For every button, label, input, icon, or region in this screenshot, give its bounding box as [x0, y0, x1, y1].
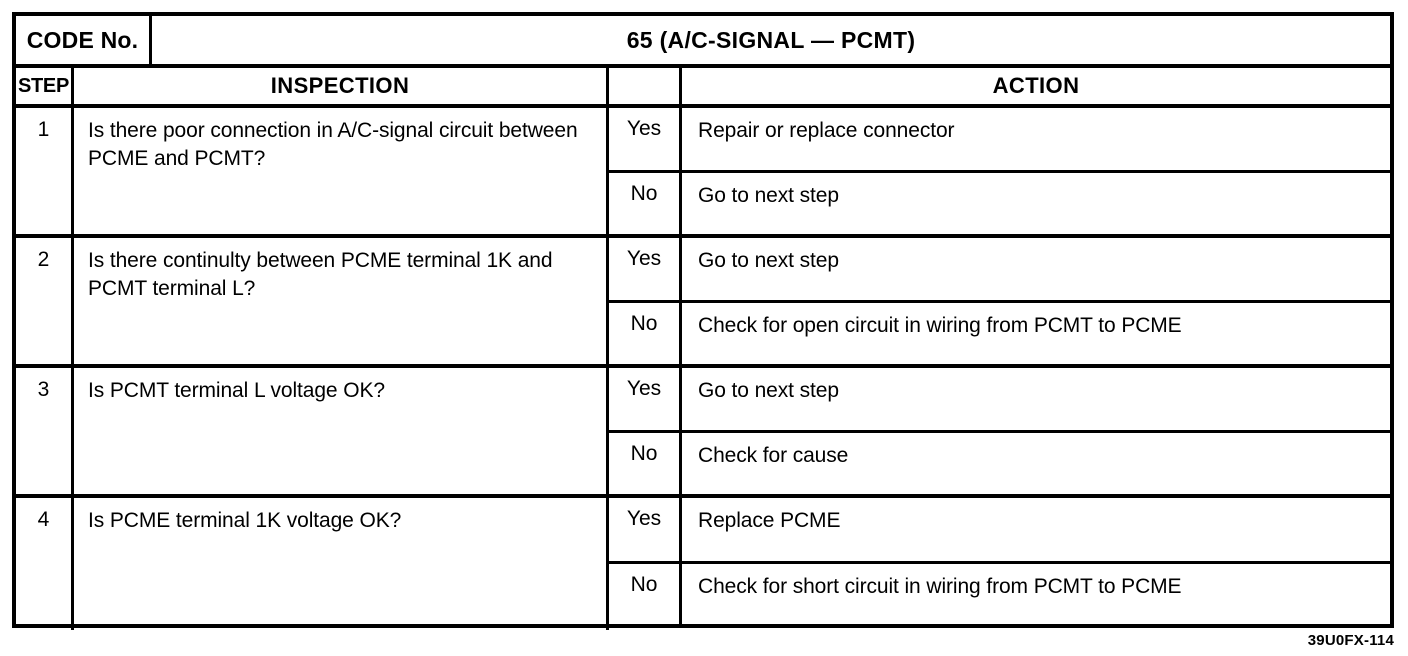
table-body: 1 Is there poor connection in A/C-signal… — [16, 108, 1390, 630]
answer-column: Yes Go to next step No Check for open ci… — [606, 238, 1390, 364]
action-text-no: Check for short circuit in wiring from P… — [698, 575, 1182, 598]
table-row: 4 Is PCME terminal 1K voltage OK? Yes Re… — [16, 498, 1390, 630]
action-cell-yes: Replace PCME — [682, 498, 1390, 561]
answer-row-no: No Check for open circuit in wiring from… — [609, 302, 1390, 365]
table-row: 1 Is there poor connection in A/C-signal… — [16, 108, 1390, 238]
action-cell-yes: Repair or replace connector — [682, 108, 1390, 170]
action-text-yes: Go to next step — [698, 249, 839, 272]
answer-label-no-cell: No — [609, 302, 682, 364]
diagnostic-flow-table: CODE No. 65 (A/C-SIGNAL — PCMT) STEP INS… — [12, 12, 1394, 630]
answer-label-yes: Yes — [626, 377, 662, 400]
step-number: 3 — [37, 378, 50, 401]
answer-label-no-cell: No — [609, 564, 682, 627]
column-header-step: STEP — [17, 74, 70, 97]
inspection-cell: Is PCME terminal 1K voltage OK? — [74, 498, 606, 630]
answer-label-yes: Yes — [626, 247, 662, 270]
table-row: 2 Is there continulty between PCME termi… — [16, 238, 1390, 368]
column-header-action: ACTION — [992, 73, 1080, 98]
answer-column: Yes Go to next step No Check for cause — [606, 368, 1390, 494]
answer-column: Yes Replace PCME No Check for short circ… — [606, 498, 1390, 630]
action-cell-yes: Go to next step — [682, 238, 1390, 300]
answer-label-no: No — [630, 441, 658, 465]
answer-label-no: No — [630, 573, 658, 596]
step-number-cell: 2 — [16, 238, 74, 364]
answer-label-yes: Yes — [626, 117, 662, 140]
action-text-no: Go to next step — [698, 184, 839, 208]
inspection-text: Is PCME terminal 1K voltage OK? — [88, 509, 402, 532]
action-text-no: Check for open circuit in wiring from PC… — [698, 313, 1182, 337]
inspection-text: Is there continulty between PCME termina… — [88, 249, 553, 300]
action-cell-no: Check for short circuit in wiring from P… — [682, 564, 1390, 627]
answer-row-no: No Go to next step — [609, 173, 1390, 234]
answer-label-no: No — [630, 182, 658, 206]
step-number: 1 — [37, 118, 50, 141]
answer-row-no: No Check for cause — [609, 432, 1390, 495]
answer-label-yes-cell: Yes — [609, 238, 682, 300]
action-text-yes: Replace PCME — [698, 509, 841, 532]
step-number: 2 — [37, 248, 50, 271]
action-cell-yes: Go to next step — [682, 368, 1390, 430]
inspection-cell: Is there continulty between PCME termina… — [74, 238, 606, 364]
answer-label-yes-cell: Yes — [609, 108, 682, 171]
action-text-no: Check for cause — [698, 443, 849, 467]
answer-label-no-cell: No — [609, 432, 682, 494]
answer-row-yes: Yes Repair or replace connector — [609, 108, 1390, 174]
answer-label-yes-cell: Yes — [609, 498, 682, 561]
answer-column: Yes Repair or replace connector No Go to… — [606, 108, 1390, 234]
column-header-answer-spacer — [606, 68, 682, 104]
answer-label-yes: Yes — [626, 507, 662, 530]
document-reference-code: 39U0FX-114 — [1307, 632, 1394, 649]
code-header-row: CODE No. 65 (A/C-SIGNAL — PCMT) — [16, 16, 1390, 68]
answer-row-yes: Yes Go to next step — [609, 368, 1390, 433]
answer-row-yes: Yes Go to next step — [609, 238, 1390, 303]
answer-row-no: No Check for short circuit in wiring fro… — [609, 564, 1390, 627]
code-number-label-cell: CODE No. — [16, 16, 152, 64]
code-number-label: CODE No. — [26, 26, 139, 53]
action-cell-no: Go to next step — [682, 173, 1390, 234]
inspection-text: Is PCMT terminal L voltage OK? — [88, 379, 385, 402]
action-text-yes: Go to next step — [698, 379, 839, 402]
inspection-cell: Is there poor connection in A/C-signal c… — [74, 108, 606, 234]
code-title-cell: 65 (A/C-SIGNAL — PCMT) — [152, 16, 1390, 64]
action-cell-no: Check for cause — [682, 433, 1390, 495]
step-number-cell: 3 — [16, 368, 74, 494]
step-number-cell: 1 — [16, 108, 74, 234]
step-number-cell: 4 — [16, 498, 74, 630]
column-header-action-cell: ACTION — [682, 68, 1390, 104]
answer-label-no: No — [630, 311, 658, 335]
answer-label-no-cell: No — [609, 173, 682, 234]
code-title: 65 (A/C-SIGNAL — PCMT) — [626, 26, 916, 53]
action-cell-no: Check for open circuit in wiring from PC… — [682, 303, 1390, 365]
inspection-cell: Is PCMT terminal L voltage OK? — [74, 368, 606, 494]
column-header-step-cell: STEP — [16, 68, 74, 104]
table-row: 3 Is PCMT terminal L voltage OK? Yes Go … — [16, 368, 1390, 498]
column-header-row: STEP INSPECTION ACTION — [16, 68, 1390, 108]
column-header-inspection: INSPECTION — [270, 73, 410, 98]
column-header-inspection-cell: INSPECTION — [74, 68, 606, 104]
answer-row-yes: Yes Replace PCME — [609, 498, 1390, 564]
step-number: 4 — [37, 508, 50, 531]
action-text-yes: Repair or replace connector — [698, 119, 955, 142]
inspection-text: Is there poor connection in A/C-signal c… — [88, 119, 578, 170]
answer-label-yes-cell: Yes — [609, 368, 682, 430]
